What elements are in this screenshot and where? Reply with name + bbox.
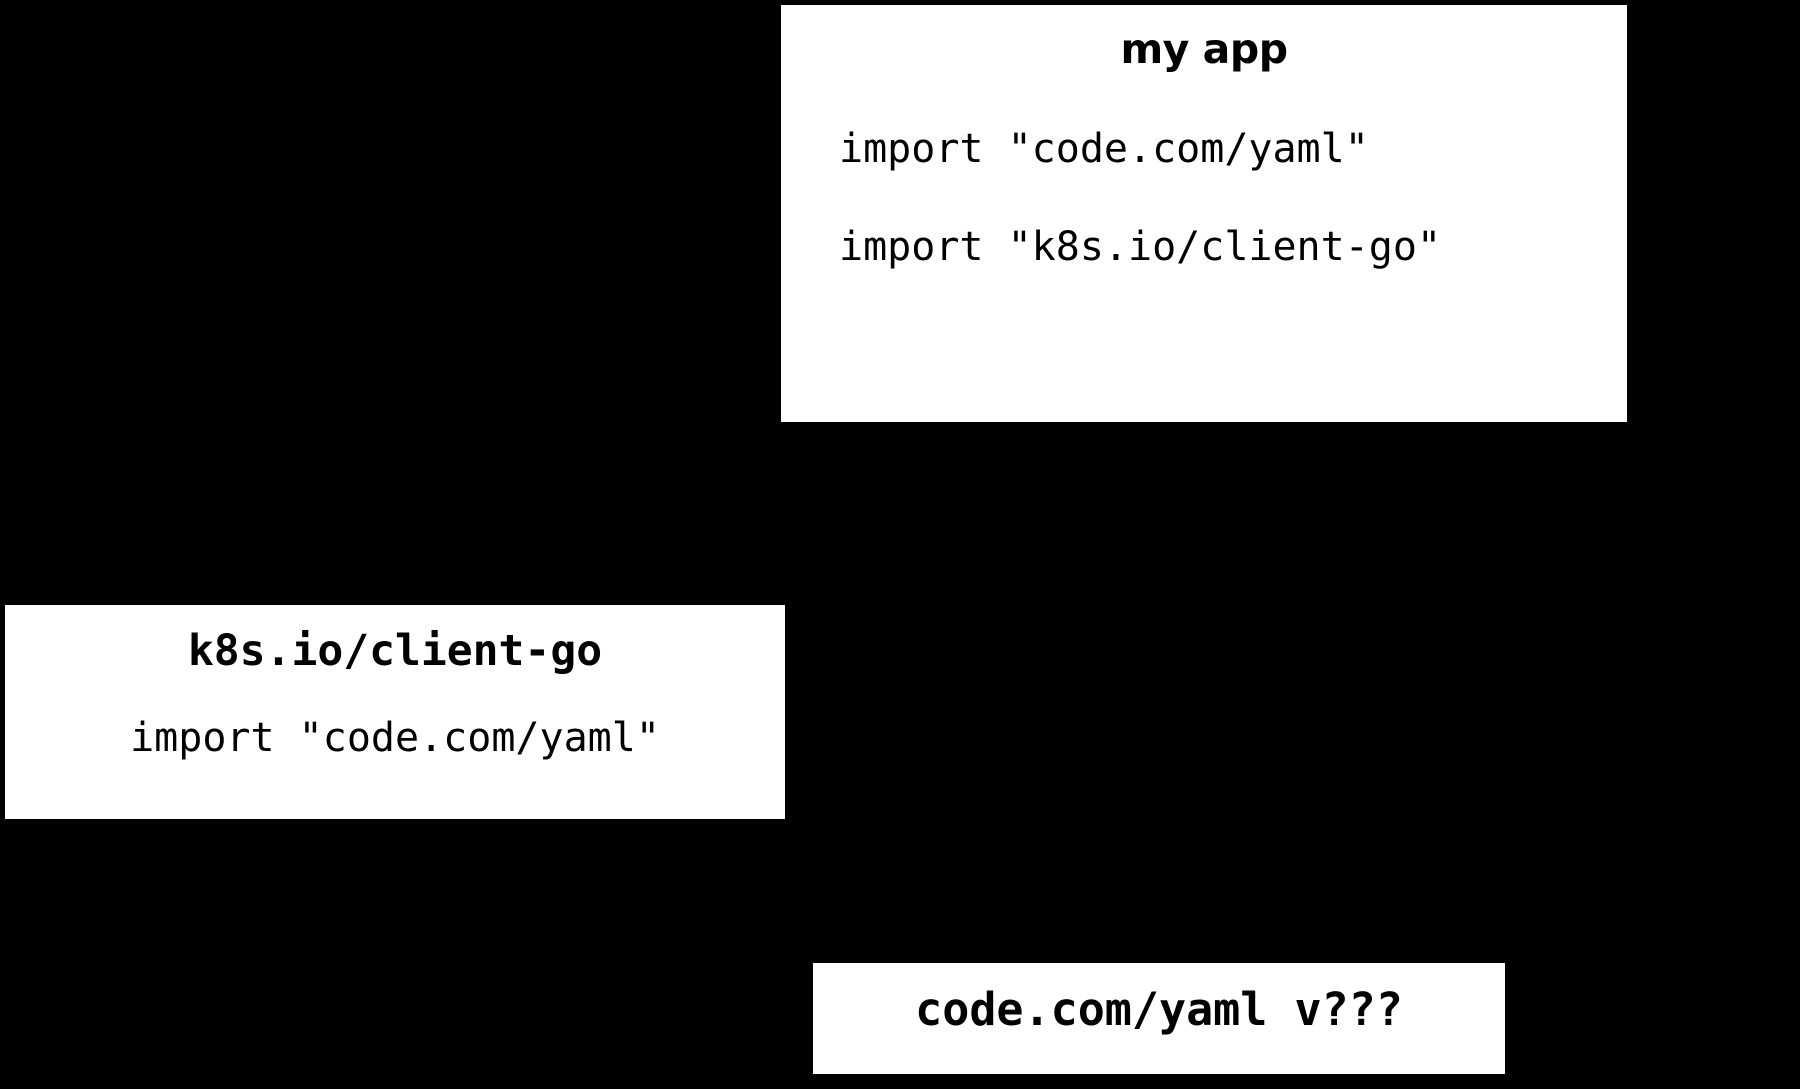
node-k8s-io-client-go[interactable]: k8s.io/client-go import "code.com/yaml" bbox=[5, 605, 785, 819]
node-code-com-yaml[interactable]: code.com/yaml v??? bbox=[813, 963, 1505, 1074]
node-my-app-title: my app bbox=[1120, 25, 1288, 73]
node-my-app[interactable]: my app import "code.com/yaml" import "k8… bbox=[781, 5, 1627, 422]
node-code-com-yaml-title: code.com/yaml v??? bbox=[915, 983, 1403, 1036]
node-my-app-import-code-com-yaml: import "code.com/yaml" bbox=[839, 126, 1369, 172]
node-my-app-import-k8s-io-client-go: import "k8s.io/client-go" bbox=[839, 224, 1442, 270]
node-k8s-io-client-go-title: k8s.io/client-go bbox=[187, 626, 603, 676]
node-k8s-io-client-go-import-code-com-yaml: import "code.com/yaml" bbox=[130, 715, 660, 761]
